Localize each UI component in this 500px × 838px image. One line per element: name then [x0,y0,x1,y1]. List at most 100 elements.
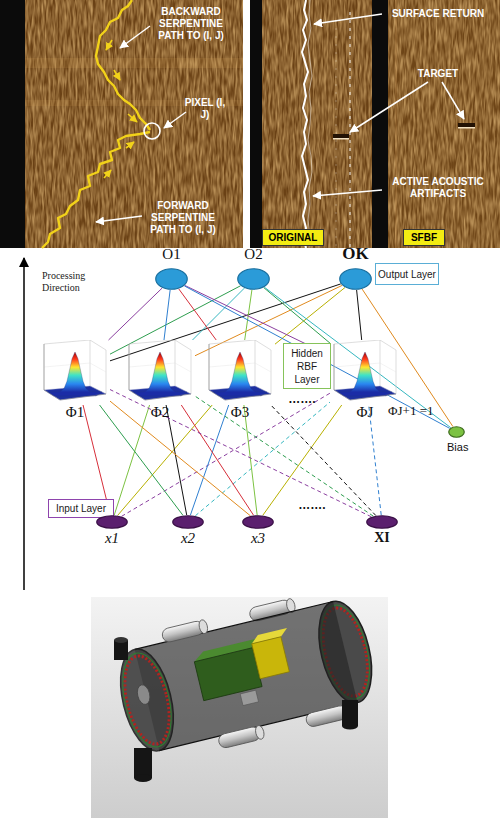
target-highlight [458,127,475,129]
node-ellipse [238,269,270,290]
node-outline [172,515,204,529]
path-arrow [114,70,120,80]
path-arrow [126,142,134,148]
input-neuron: x3 [242,515,274,529]
node-text: x1 [86,530,138,547]
thruster [198,619,209,634]
connection-line [166,405,187,515]
battery-box [252,637,290,679]
connection-line [184,286,449,428]
connection-line [195,396,373,516]
rbf-neuron: Φ2 [125,340,195,405]
node-ellipse [340,269,372,290]
node-outline [205,340,275,405]
vehicle-body [108,583,384,769]
gaussian-plot [334,340,396,400]
port [135,684,151,706]
connection-line [264,287,450,427]
black-strip [372,0,388,248]
black-strip [0,0,25,248]
thruster [217,726,261,749]
callout-label: TARGET [410,68,466,80]
node-outline [155,268,188,290]
leader-arrow [96,216,142,222]
node-text: x2 [162,530,214,547]
connection-line [244,405,257,515]
leader-arrow [164,112,186,128]
target-mark [458,123,475,127]
leg-top [114,637,128,643]
sonar-panel-left [0,0,243,248]
gaussian-plot [129,340,191,400]
node-outline [96,515,128,529]
node-outline [448,426,465,438]
layer-label-box: Hidden RBF Layer [283,343,331,389]
sonar-background [25,0,243,248]
connection-line [275,287,345,344]
node-text: x3 [232,530,284,547]
node-outline [125,340,195,405]
gaussian-plot [209,340,271,400]
acoustic-artifact-line [349,12,350,248]
connection-line [193,288,245,340]
input-neuron: x2 [172,515,204,529]
input-neuron: XI [366,515,398,529]
path-arrow [128,114,137,122]
label-box: ORIGINAL [262,229,324,246]
target-highlight [333,138,349,140]
node-ellipse [367,516,398,529]
layer-label-box: Input Layer [48,499,114,518]
connection-line [118,405,213,515]
rbf-neuron: Φ3 [205,340,275,405]
thruster [161,620,205,643]
sonar-panel-right [250,0,500,248]
connection-line [369,405,382,515]
leader-arrow [442,82,464,119]
sonar-texture [388,0,500,248]
connection-line [190,405,228,515]
leader-arrow [313,190,382,196]
node-outline [242,515,274,529]
node-text: ORIGINAL [263,230,323,245]
leg-foot [134,774,152,782]
leader-arrow [120,26,150,48]
seal-ring [114,648,179,752]
node-text: Φ2 [125,404,195,421]
path-arrow [104,170,111,178]
front-cap [111,644,182,756]
node-text: OK [327,244,384,264]
sonar-background [262,0,372,248]
leg [342,700,358,726]
surface-return-line [302,0,308,248]
node-ellipse [97,516,128,529]
faint-line [396,0,397,248]
callout-label: PIXEL (I, J) [184,97,226,121]
connection-line [164,290,170,340]
gaussian-plot [44,340,106,400]
pixel-circle [144,123,160,139]
serpentine-path [42,132,150,248]
sonar-texture [25,0,243,248]
output-neuron: O1 [155,268,188,290]
axis-label: Processing Direction [42,270,102,294]
vehicle-render [91,583,388,818]
leader-arrow [314,14,382,24]
node-ellipse [173,516,204,529]
leader-arrow [350,82,428,132]
thruster [254,725,265,740]
node-text: Φ1 [40,404,110,421]
direction-arrow [23,258,25,590]
surface-return-line [308,0,312,248]
node-text: Φ3 [205,404,275,421]
bracket [240,690,258,705]
connection-line [122,393,330,516]
thruster [217,725,265,749]
connection-line [110,401,250,516]
thruster [161,619,209,643]
ellipsis-mark: ……. [280,392,324,406]
sonar-texture [262,0,372,248]
node-text: SFBF [404,230,444,245]
serpentine-path [96,0,150,130]
connection-line [181,405,253,515]
